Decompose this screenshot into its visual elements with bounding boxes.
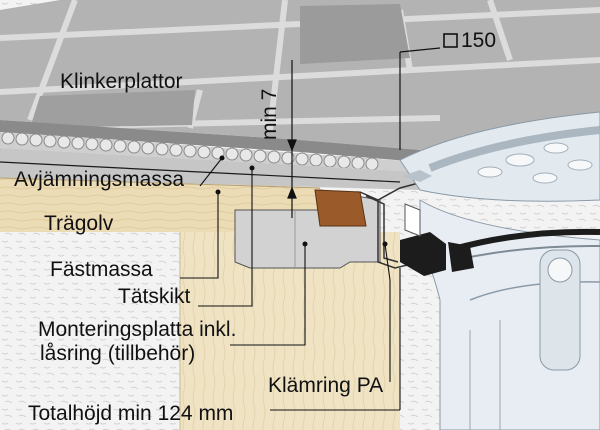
label-tragolv: Trägolv <box>44 212 114 235</box>
drain-body <box>400 199 600 430</box>
adhesive-bumps <box>0 131 420 172</box>
label-size-150: 150 <box>461 29 496 52</box>
tile-surface <box>0 0 600 150</box>
label-monteringsplatta-line1: Monteringsplatta inkl. <box>38 318 236 341</box>
tile-edge <box>0 120 420 162</box>
leader-lines <box>180 157 401 411</box>
label-monteringsplatta-line2: låsring (tillbehör) <box>40 342 195 365</box>
label-fastmassa: Fästmassa <box>50 258 153 281</box>
label-totalhojd: Totalhöjd min 124 mm <box>28 402 233 425</box>
label-klinkerplattor: Klinkerplattor <box>60 70 183 93</box>
dimension-min7 <box>287 60 297 218</box>
label-tatskikt: Tätskikt <box>118 285 191 308</box>
label-klamring: Klämring PA <box>268 374 383 397</box>
label-min7: min 7 <box>258 89 281 140</box>
dimension-150 <box>399 33 458 150</box>
leveling-compound <box>0 148 420 190</box>
brown-block <box>314 189 367 227</box>
drain-grate <box>399 111 600 237</box>
leader-dots <box>215 155 388 247</box>
label-avjamningsmassa: Avjämningsmassa <box>14 168 184 191</box>
square-dimension-icon <box>443 33 458 48</box>
